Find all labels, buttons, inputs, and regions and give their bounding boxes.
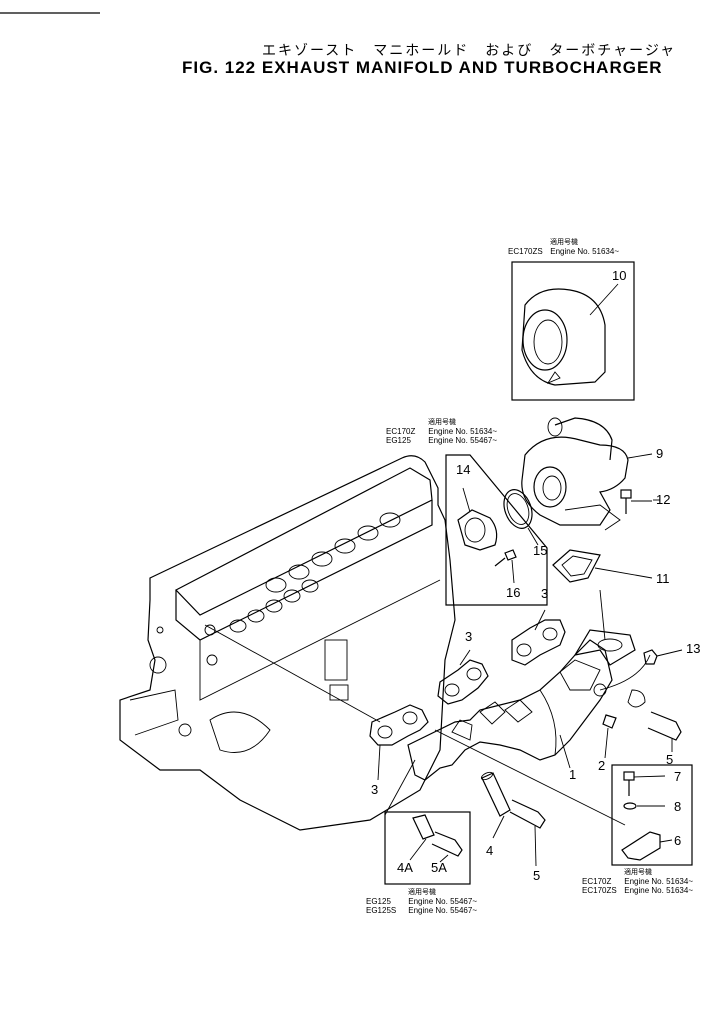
callout-5-right: 5 [666,752,674,767]
bolt-12-drawing [620,489,652,514]
leader-manifold-bracket [434,729,626,826]
note-label: Engine [624,886,650,895]
turbine-housing-drawing [521,283,619,386]
note-serial: 55467~ [450,906,477,915]
callout-3-lower: 3 [371,782,379,797]
bolt-16-drawing [494,549,517,584]
callout-10: 10 [612,268,627,283]
note-heading: 適用号機 [624,868,652,876]
note-no: No. [435,897,448,906]
gasket-3-middle [437,659,489,705]
callout-1: 1 [569,767,577,782]
turbo-housing-box [511,261,635,401]
callout-5a: 5A [431,860,447,875]
note-model: EG125 [366,897,391,906]
note-heading: 適用号機 [428,418,456,426]
note-model: EC170ZS [582,886,617,895]
note-serial: 55467~ [450,897,477,906]
callout-7: 7 [674,769,682,784]
bracket-box [611,764,693,866]
callout-2: 2 [598,758,606,773]
note-model: EC170ZS [508,247,543,256]
applicability-note-bracket: 適用号機 EC170Z Engine No. 51634~ EC170ZS En… [582,868,693,895]
callout-15: 15 [533,543,548,558]
elbow-14-drawing [457,487,498,551]
gasket-3-upper [511,619,566,666]
note-serial: 51634~ [666,877,693,886]
bolt-5-right-drawing [647,711,682,752]
note-no: No. [435,906,448,915]
callout-11: 11 [656,571,670,586]
note-model: EG125 [386,436,411,445]
applicability-note-turbo-housing: 適用号機 EC170ZS Engine No. 51634~ [508,238,619,256]
figure-title: FIG. 122 EXHAUST MANIFOLD AND TURBOCHARG… [182,58,663,77]
note-heading: 適用号機 [550,238,578,246]
exhaust-manifold-drawing [407,629,651,781]
leader-block-gasket [204,624,381,723]
note-no: No. [651,886,664,895]
bolt-7-drawing [623,771,666,796]
ring-15-drawing [503,489,539,546]
note-heading: 適用号機 [408,888,436,896]
applicability-note-pipe-stud: 適用号機 EG125 Engine No. 55467~ EG125S Engi… [366,888,477,915]
washer-8-drawing [623,802,665,810]
gasket-3-lower [369,704,429,746]
pipe-stud-box [384,811,471,885]
note-label: Engine [550,247,576,256]
engine-block-drawing [119,455,456,831]
leader-gasket-outlet [599,589,606,641]
callout-12: 12 [656,492,671,507]
note-no: No. [651,877,664,886]
note-no: No. [455,436,468,445]
note-label: Engine [408,897,434,906]
note-no: No. [577,247,590,256]
note-model: EC170Z [582,877,612,886]
note-model: EG125S [366,906,397,915]
stud-2-drawing [602,714,617,759]
callout-4: 4 [486,843,494,858]
callout-8: 8 [674,799,682,814]
callout-6: 6 [674,833,682,848]
leader-manifold-pipe [384,759,416,816]
callout-3-middle: 3 [465,629,473,644]
callout-4a: 4A [397,860,413,875]
note-label: Engine [408,906,434,915]
applicability-note-outlet-elbow: 適用号機 EC170Z Engine No. 51634~ EG125 Engi… [386,418,497,445]
note-no: No. [455,427,468,436]
callout-16: 16 [506,585,521,600]
bracket-6-drawing [621,831,673,861]
nut-13-drawing [627,649,683,708]
figure-title-japanese: エキゾースト マニホールド および ターボチャージャ [262,43,677,59]
callout-5-bottom: 5 [533,868,541,883]
note-serial: 51634~ [666,886,693,895]
pipe-4a-drawing [409,814,435,861]
note-label: Engine [428,436,454,445]
note-serial: 51634~ [470,427,497,436]
callout-14: 14 [456,462,471,477]
note-label: Engine [624,877,650,886]
callout-13: 13 [686,641,701,656]
note-serial: 51634~ [592,247,619,256]
bolt-5-bottom-drawing [509,799,546,867]
bolt-5a-drawing [431,831,463,863]
pipe-4-drawing [480,771,511,839]
callout-3-upper: 3 [541,586,549,601]
note-model: EC170Z [386,427,416,436]
gasket-11-drawing [552,549,653,583]
callout-9: 9 [656,446,664,461]
turbocharger-drawing [521,417,653,531]
outlet-elbow-box [445,454,548,606]
note-serial: 55467~ [470,436,497,445]
note-label: Engine [428,427,454,436]
